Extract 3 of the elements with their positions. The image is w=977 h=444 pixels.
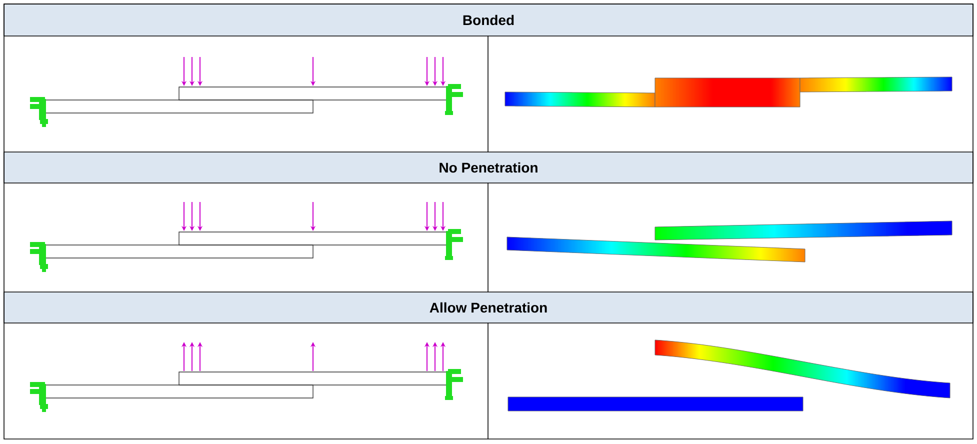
- header-cell: Allow Penetration: [4, 292, 974, 324]
- header-cell: Bonded: [4, 4, 974, 36]
- header-cell: No Penetration: [4, 152, 974, 184]
